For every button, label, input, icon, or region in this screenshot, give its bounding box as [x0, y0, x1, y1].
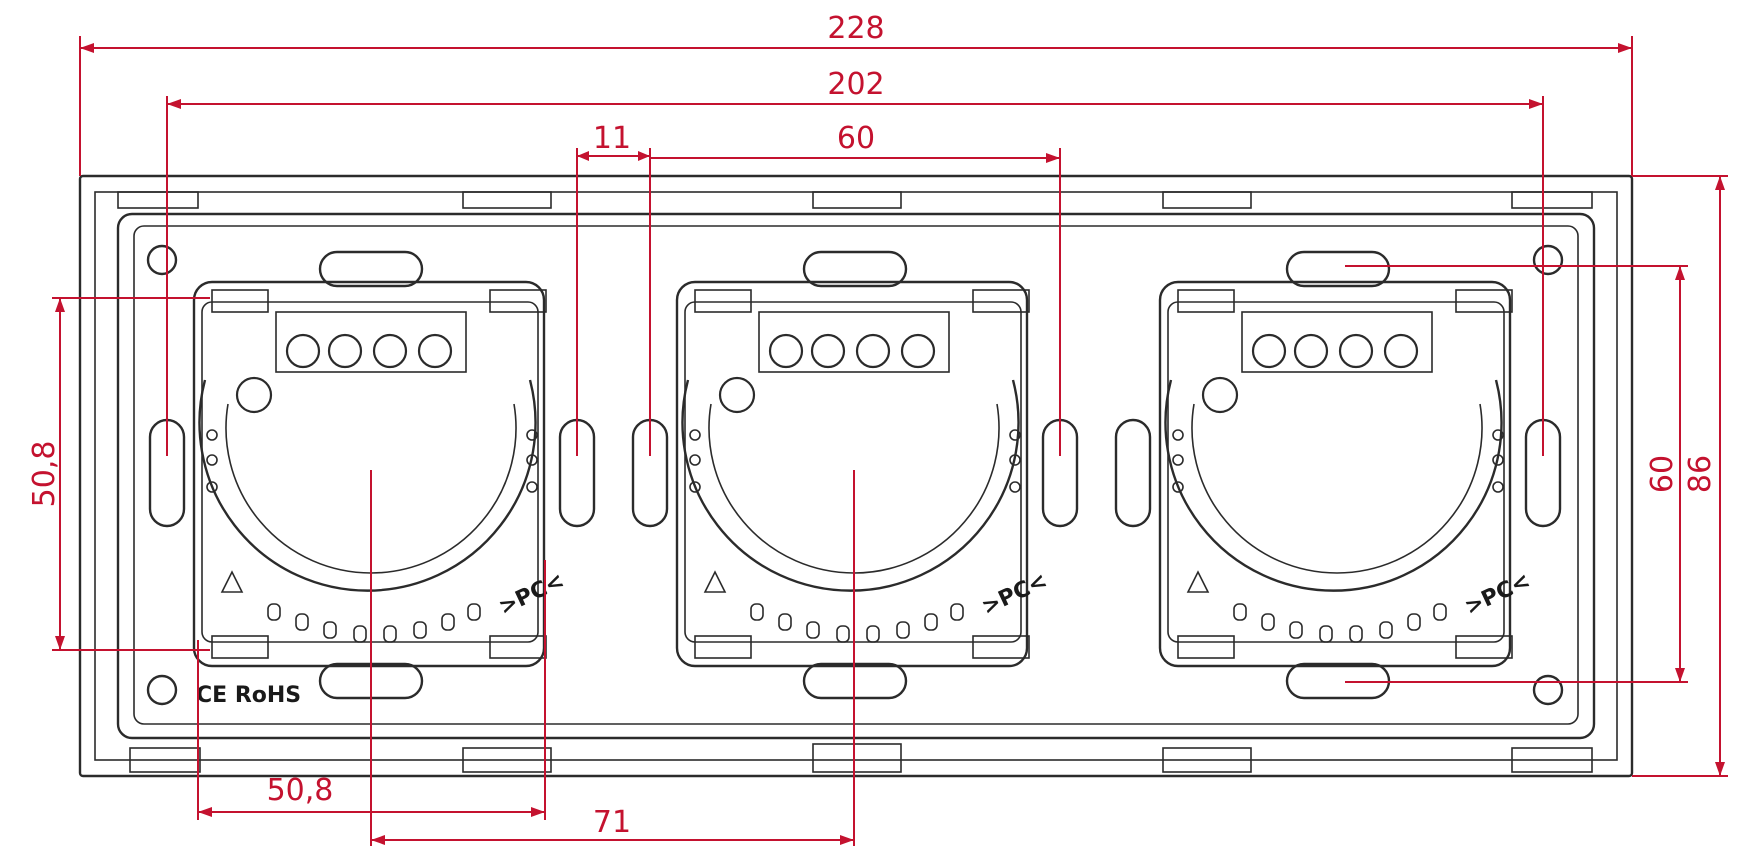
dim-module-pitch: 71: [593, 805, 631, 840]
dim-hole-spacing-right: 60: [1645, 455, 1680, 493]
dimension-labels: 228 202 11 60 50,8 50,8 71 60 86: [27, 11, 1718, 840]
dim-overall-height: 86: [1683, 455, 1718, 493]
certification-mark: CE RoHS: [196, 683, 301, 708]
dim-frame-width: 202: [827, 67, 884, 102]
edge-clips: [117, 191, 1593, 773]
switch-module-left: >PC<: [192, 280, 568, 668]
switch-module-center: >PC<: [675, 280, 1051, 668]
dim-hole-spacing-horizontal: 50,8: [267, 773, 334, 808]
dim-box-outer: 60: [837, 121, 875, 156]
dim-gap: 11: [593, 121, 631, 156]
dimension-lines: [52, 36, 1728, 846]
switch-module-right: >PC<: [1158, 280, 1534, 668]
material-mark-left: >PC<: [495, 568, 568, 620]
material-mark-center: >PC<: [978, 568, 1051, 620]
corner-holes: [146, 244, 1564, 706]
dim-hole-spacing-vertical: 50,8: [27, 441, 62, 508]
material-mark-right: >PC<: [1461, 568, 1534, 620]
dim-overall-width: 228: [827, 11, 884, 46]
